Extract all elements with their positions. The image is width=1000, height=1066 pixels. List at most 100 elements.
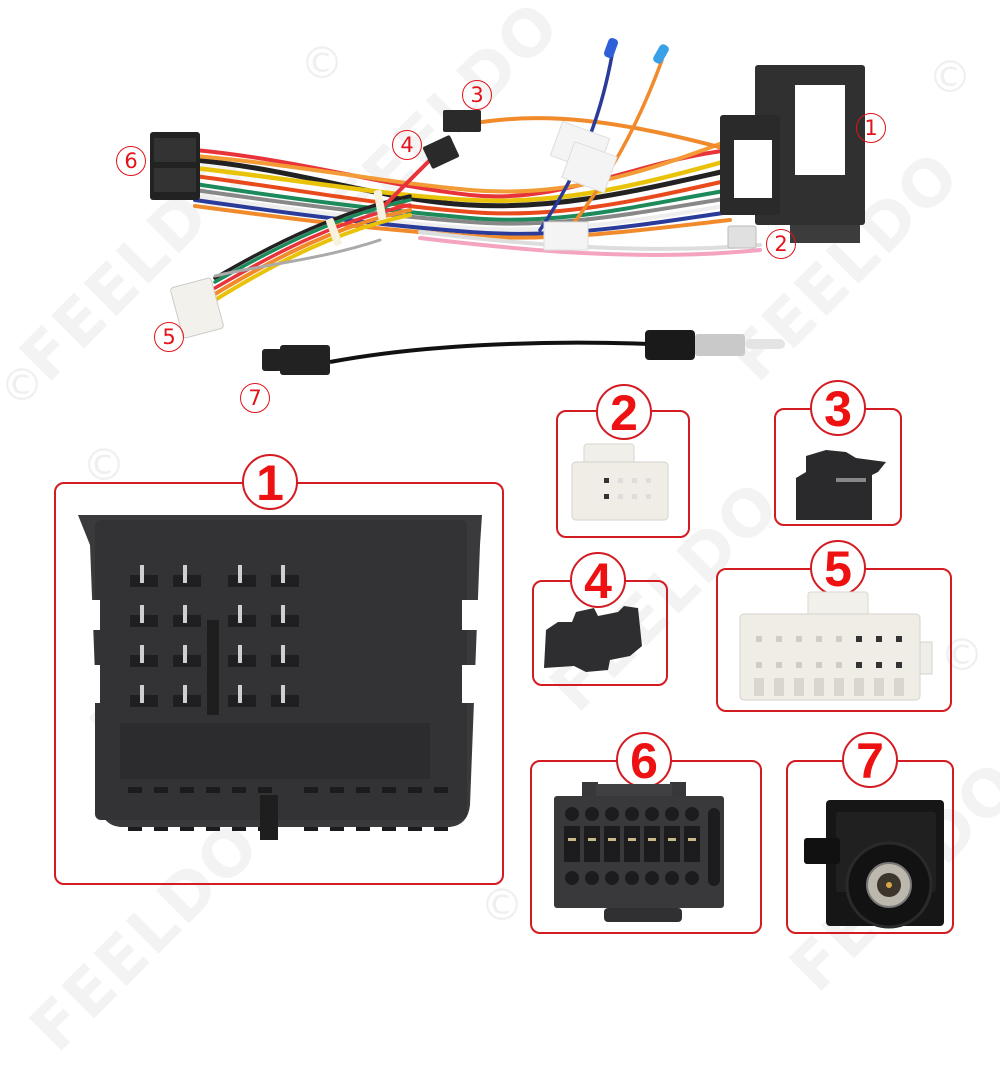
pin: [281, 645, 285, 663]
black-connector-a-photo: [796, 450, 886, 520]
pin-slot: [584, 826, 600, 862]
overview-label-7: 7: [240, 383, 270, 413]
pin-hole: [816, 636, 822, 642]
pin-contact: [608, 838, 616, 841]
pin-hole: [896, 636, 902, 642]
wire-tag: [561, 140, 618, 194]
pin-hole: [856, 662, 862, 668]
overview-label-5: 5: [154, 322, 184, 352]
wiring-harness-photo: [150, 38, 865, 375]
pin-slot: [232, 787, 246, 793]
pin-slot: [154, 787, 168, 793]
pin-slot: [794, 678, 804, 696]
pin-slot: [330, 787, 344, 793]
pin-hole: [896, 662, 902, 668]
pin-hole: [836, 662, 842, 668]
panel-number-badge-4: 4: [570, 552, 626, 608]
pin-contact: [628, 838, 636, 841]
pin-slot: [774, 678, 784, 696]
zip-tie: [326, 218, 342, 246]
pin-hole: [645, 807, 659, 821]
fuse-slot: [708, 808, 720, 886]
overview-antenna-adapter: [262, 330, 785, 375]
pin-slot: [644, 826, 660, 862]
watermark-copyright: ©: [480, 880, 524, 931]
pin: [238, 685, 242, 703]
pin: [140, 685, 144, 703]
overview-connector-6: [150, 132, 200, 200]
pin-hole: [816, 662, 822, 668]
pin-slot: [304, 827, 318, 831]
panel-number-badge-3: 3: [810, 380, 866, 436]
pin-slot: [180, 827, 194, 831]
overview-label-4: 4: [392, 130, 422, 160]
pin-slot: [154, 827, 168, 831]
pin-contact: [648, 838, 656, 841]
pin-slot: [258, 787, 272, 793]
pin: [183, 605, 187, 623]
pin-hole: [776, 636, 782, 642]
overview-connector-5: [170, 277, 224, 339]
panel-number-badge-6: 6: [616, 732, 672, 788]
overview-connector-1: [720, 65, 865, 243]
pin-contact: [588, 838, 596, 841]
pin: [281, 685, 285, 703]
blue-wire-cap: [653, 44, 669, 64]
panel-number-badge-2: 2: [596, 384, 652, 440]
wire-bundle: [192, 53, 762, 302]
pin-slot: [382, 787, 396, 793]
pin-hole: [856, 636, 862, 642]
pin-slot: [356, 787, 370, 793]
pin-hole: [585, 871, 599, 885]
pin-slot: [206, 787, 220, 793]
pin: [238, 645, 242, 663]
overview-label-3: 3: [462, 80, 492, 110]
pin-hole: [625, 807, 639, 821]
pin-slot: [564, 826, 580, 862]
pin: [140, 605, 144, 623]
pin-slot: [834, 678, 844, 696]
pin-slot: [434, 827, 448, 831]
pin-hole: [605, 807, 619, 821]
pin-slot: [434, 787, 448, 793]
pin: [281, 565, 285, 583]
panel-number-badge-7: 7: [842, 732, 898, 788]
pin-slot: [382, 827, 396, 831]
overview-connector-4: [422, 135, 460, 169]
pin-slot: [304, 787, 318, 793]
pin-hole: [876, 636, 882, 642]
pin-hole: [625, 871, 639, 885]
pin-slot: [684, 826, 700, 862]
pin-hole: [836, 636, 842, 642]
pin: [140, 645, 144, 663]
pin-hole: [605, 871, 619, 885]
pin-slot: [206, 827, 220, 831]
pin: [140, 565, 144, 583]
head-unit-connector-photo: [554, 782, 724, 922]
pin: [238, 565, 242, 583]
pin-slot: [874, 678, 884, 696]
divider-slot: [207, 620, 219, 715]
zip-tie: [373, 189, 387, 221]
pin-slot: [814, 678, 824, 696]
pin-slot: [754, 678, 764, 696]
pin-hole: [665, 807, 679, 821]
panel-number-badge-1: 1: [242, 454, 298, 510]
pin-hole: [585, 807, 599, 821]
pin-hole: [796, 662, 802, 668]
pin-slot: [664, 826, 680, 862]
overview-label-1: 1: [856, 113, 886, 143]
pin-slot: [356, 827, 370, 831]
pin: [183, 685, 187, 703]
pin-hole: [565, 871, 579, 885]
blue-wire-cap: [604, 38, 618, 58]
pin: [281, 605, 285, 623]
main-connector-photo: [78, 515, 484, 840]
pin-contact: [568, 838, 576, 841]
pin-grid-upper: [130, 565, 299, 715]
pin: [183, 565, 187, 583]
pin-hole: [876, 662, 882, 668]
wire-tag: [543, 221, 589, 251]
pin-hole: [665, 871, 679, 885]
pin-slot: [330, 827, 344, 831]
